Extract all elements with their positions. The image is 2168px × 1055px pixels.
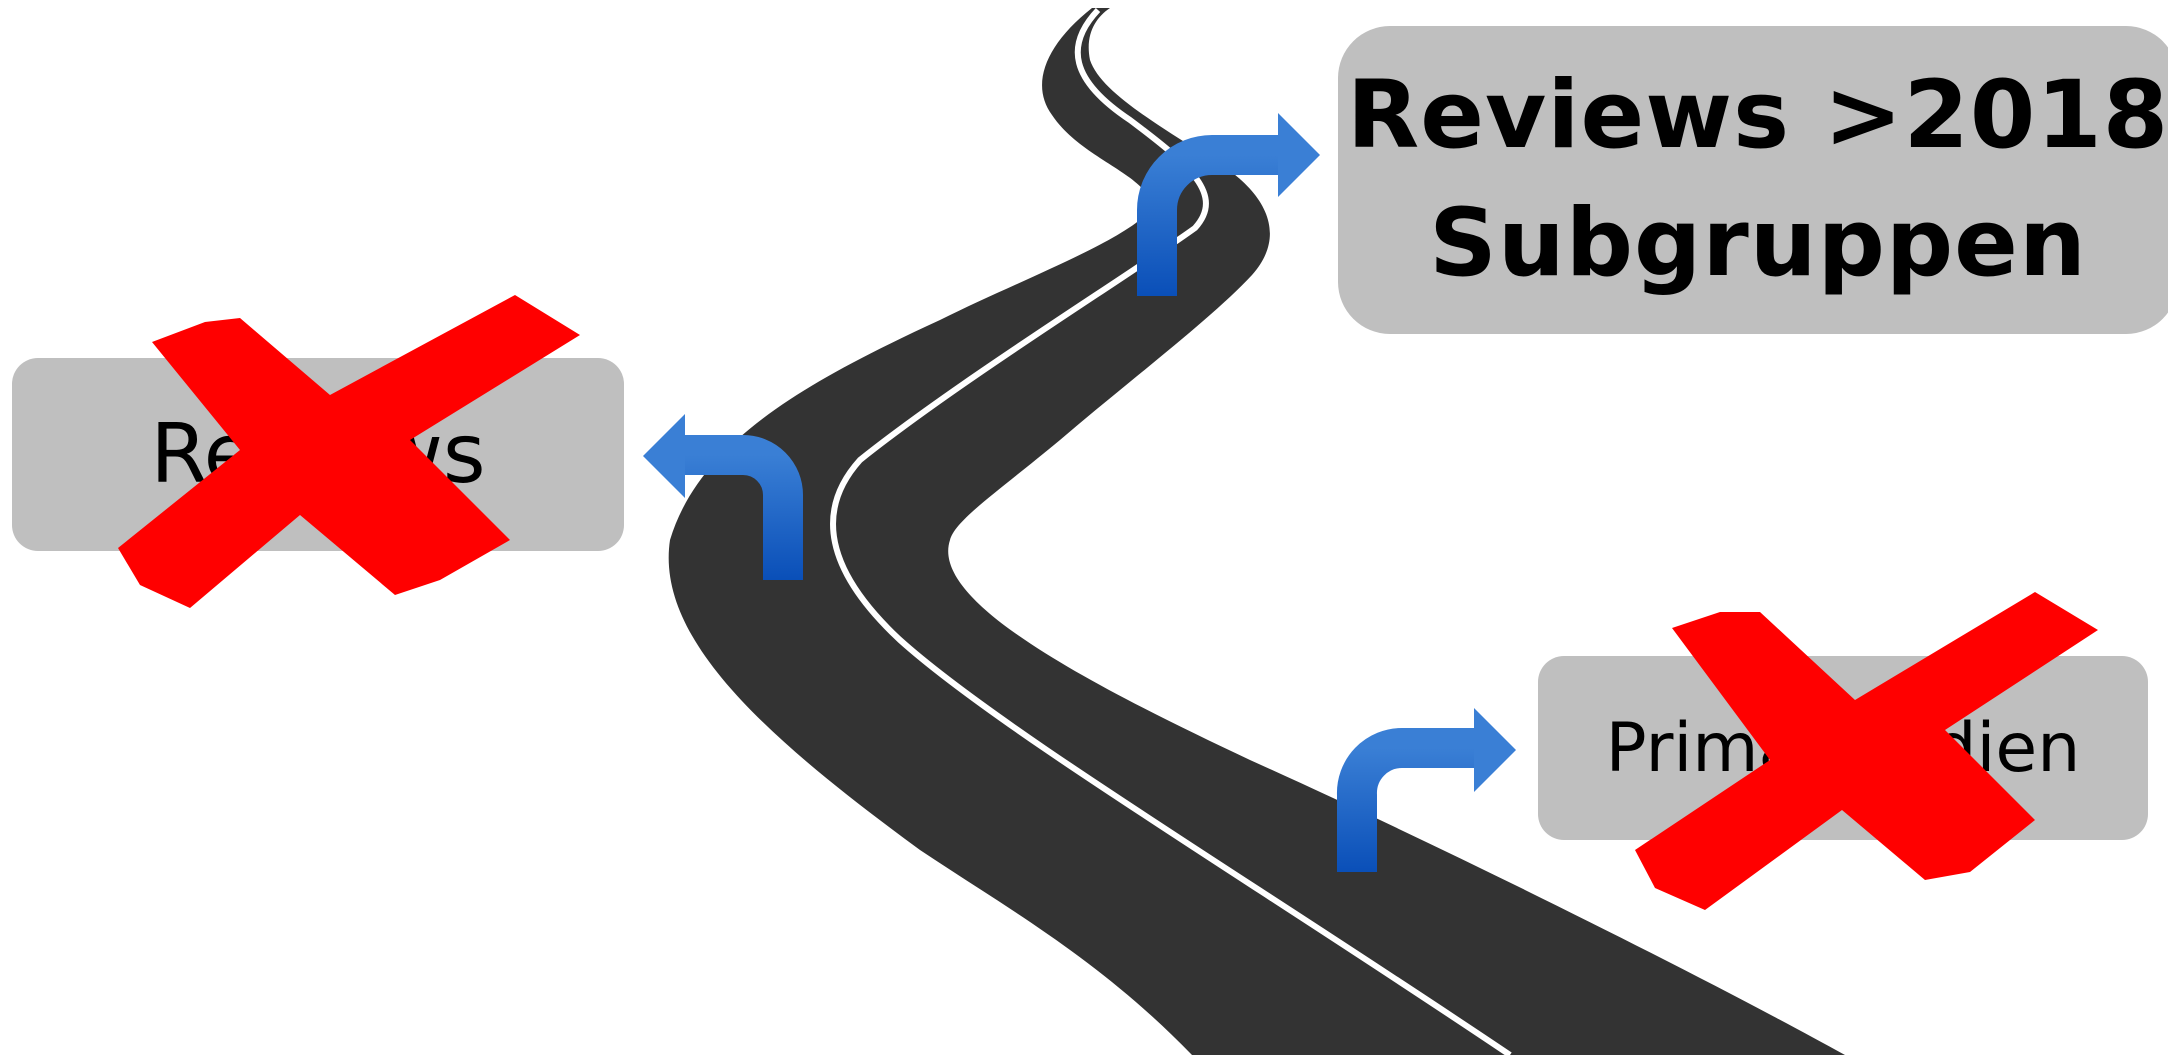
box-top-line1: Reviews >2018 xyxy=(1346,61,2168,170)
cross-mark-icon-right xyxy=(1635,592,2098,910)
turn-left-arrow-icon xyxy=(643,414,803,580)
turn-right-arrow-icon-bottom xyxy=(1336,708,1516,872)
road-center-line xyxy=(830,7,1512,1055)
road-surface xyxy=(668,8,1845,1055)
cross-mark-icon-left xyxy=(118,295,580,608)
option-box-reviews-2018: Reviews >2018 Subgruppen xyxy=(1338,26,2168,334)
turn-right-arrow-icon-top xyxy=(1137,113,1320,296)
box-top-line2: Subgruppen xyxy=(1429,189,2087,298)
